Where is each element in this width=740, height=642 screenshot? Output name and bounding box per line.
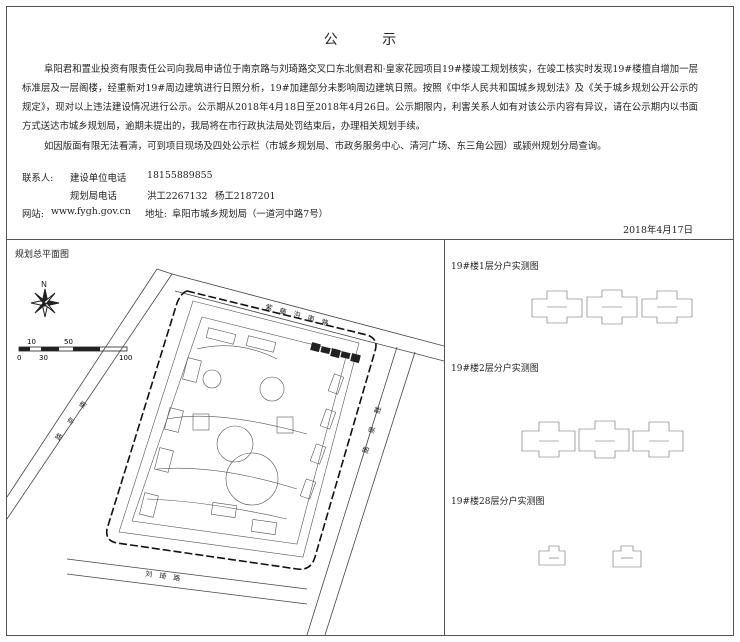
north-label: N <box>41 280 47 289</box>
road-label-north-3: 沟 <box>293 309 302 319</box>
master-plan-drawing: N 10 50 0 30 100 <box>7 268 444 635</box>
unit-phone-label: 建设单位电话 <box>70 173 127 184</box>
road-label-south-2: 琦 <box>159 572 167 581</box>
address: 阜阳市城乡规划局（一道河中路7号） <box>172 209 328 220</box>
road-label-east-1: 胜 <box>372 405 383 414</box>
building-19-highlight <box>310 342 361 364</box>
road-label-north-2: 藤 <box>279 306 288 316</box>
website-label: 网站: <box>22 209 44 220</box>
site-boundary <box>105 290 377 571</box>
scale-label-10: 10 <box>27 338 36 346</box>
road-label-south-3: 路 <box>173 573 181 583</box>
floor-plan-1-drawing <box>531 289 693 325</box>
bureau-contact-2: 杨工2187201 <box>215 191 276 202</box>
road-label-north-1: 紫 <box>265 303 274 312</box>
scale-label-30: 30 <box>39 354 48 362</box>
road-label-west-2: 京 <box>65 415 76 426</box>
notice-paragraph-query: 如因版面有限无法看清，可到项目现场及四处公示栏（市城乡规划局、市政务服务中心、清… <box>44 141 607 152</box>
notice-section: 公 示 阜阳君和置业投资有限责任公司向我局申请位于南京路与刘琦路交叉口东北侧君和… <box>7 7 733 240</box>
road-label-north-4: 南 <box>307 313 316 323</box>
floor-plan-title-2: 19#楼2层分户实测图 <box>451 364 539 374</box>
unit-phone: 18155889855 <box>147 170 213 181</box>
notice-board: 公 示 阜阳君和置业投资有限责任公司向我局申请位于南京路与刘琦路交叉口东北侧君和… <box>6 6 734 636</box>
floor-plan-3-drawing <box>538 545 642 568</box>
road-label-south-1: 刘 <box>145 569 153 579</box>
floor-plan-2-drawing <box>521 420 684 459</box>
master-plan-title: 规划总平面图 <box>15 250 70 260</box>
scale-label-100: 100 <box>119 354 132 362</box>
road-lines <box>7 268 444 635</box>
scale-label-0: 0 <box>17 354 21 362</box>
notice-date: 2018年4月17日 <box>623 225 693 236</box>
website-link[interactable]: www.fygh.gov.cn <box>51 206 131 217</box>
bureau-phone-label: 规划局电话 <box>70 191 117 202</box>
scale-bar <box>18 346 128 352</box>
road-label-east-3: 路 <box>360 445 371 454</box>
floor-plan-title-1: 19#楼1层分户实测图 <box>451 262 539 272</box>
north-arrow-icon <box>30 288 60 318</box>
notice-paragraph-main: 阜阳君和置业投资有限责任公司向我局申请位于南京路与刘琦路交叉口东北侧君和·皇家花… <box>22 64 698 132</box>
road-label-east-2: 泉 <box>366 425 377 434</box>
address-label: 地址: <box>145 209 167 220</box>
notice-title: 公 示 <box>323 32 417 48</box>
contact-label: 联系人: <box>22 173 54 184</box>
site-layout <box>131 316 348 545</box>
road-label-north-5: 路 <box>321 317 330 327</box>
floor-plan-title-3: 19#楼28层分户实测图 <box>451 497 545 507</box>
road-label-west-3: 路 <box>53 431 64 442</box>
bureau-contact-1: 洪工2267132 <box>147 191 208 202</box>
scale-label-50: 50 <box>64 338 73 346</box>
road-label-west-1: 南 <box>77 399 88 410</box>
master-plan-section: 规划总平面图 N 10 50 0 <box>7 239 445 635</box>
